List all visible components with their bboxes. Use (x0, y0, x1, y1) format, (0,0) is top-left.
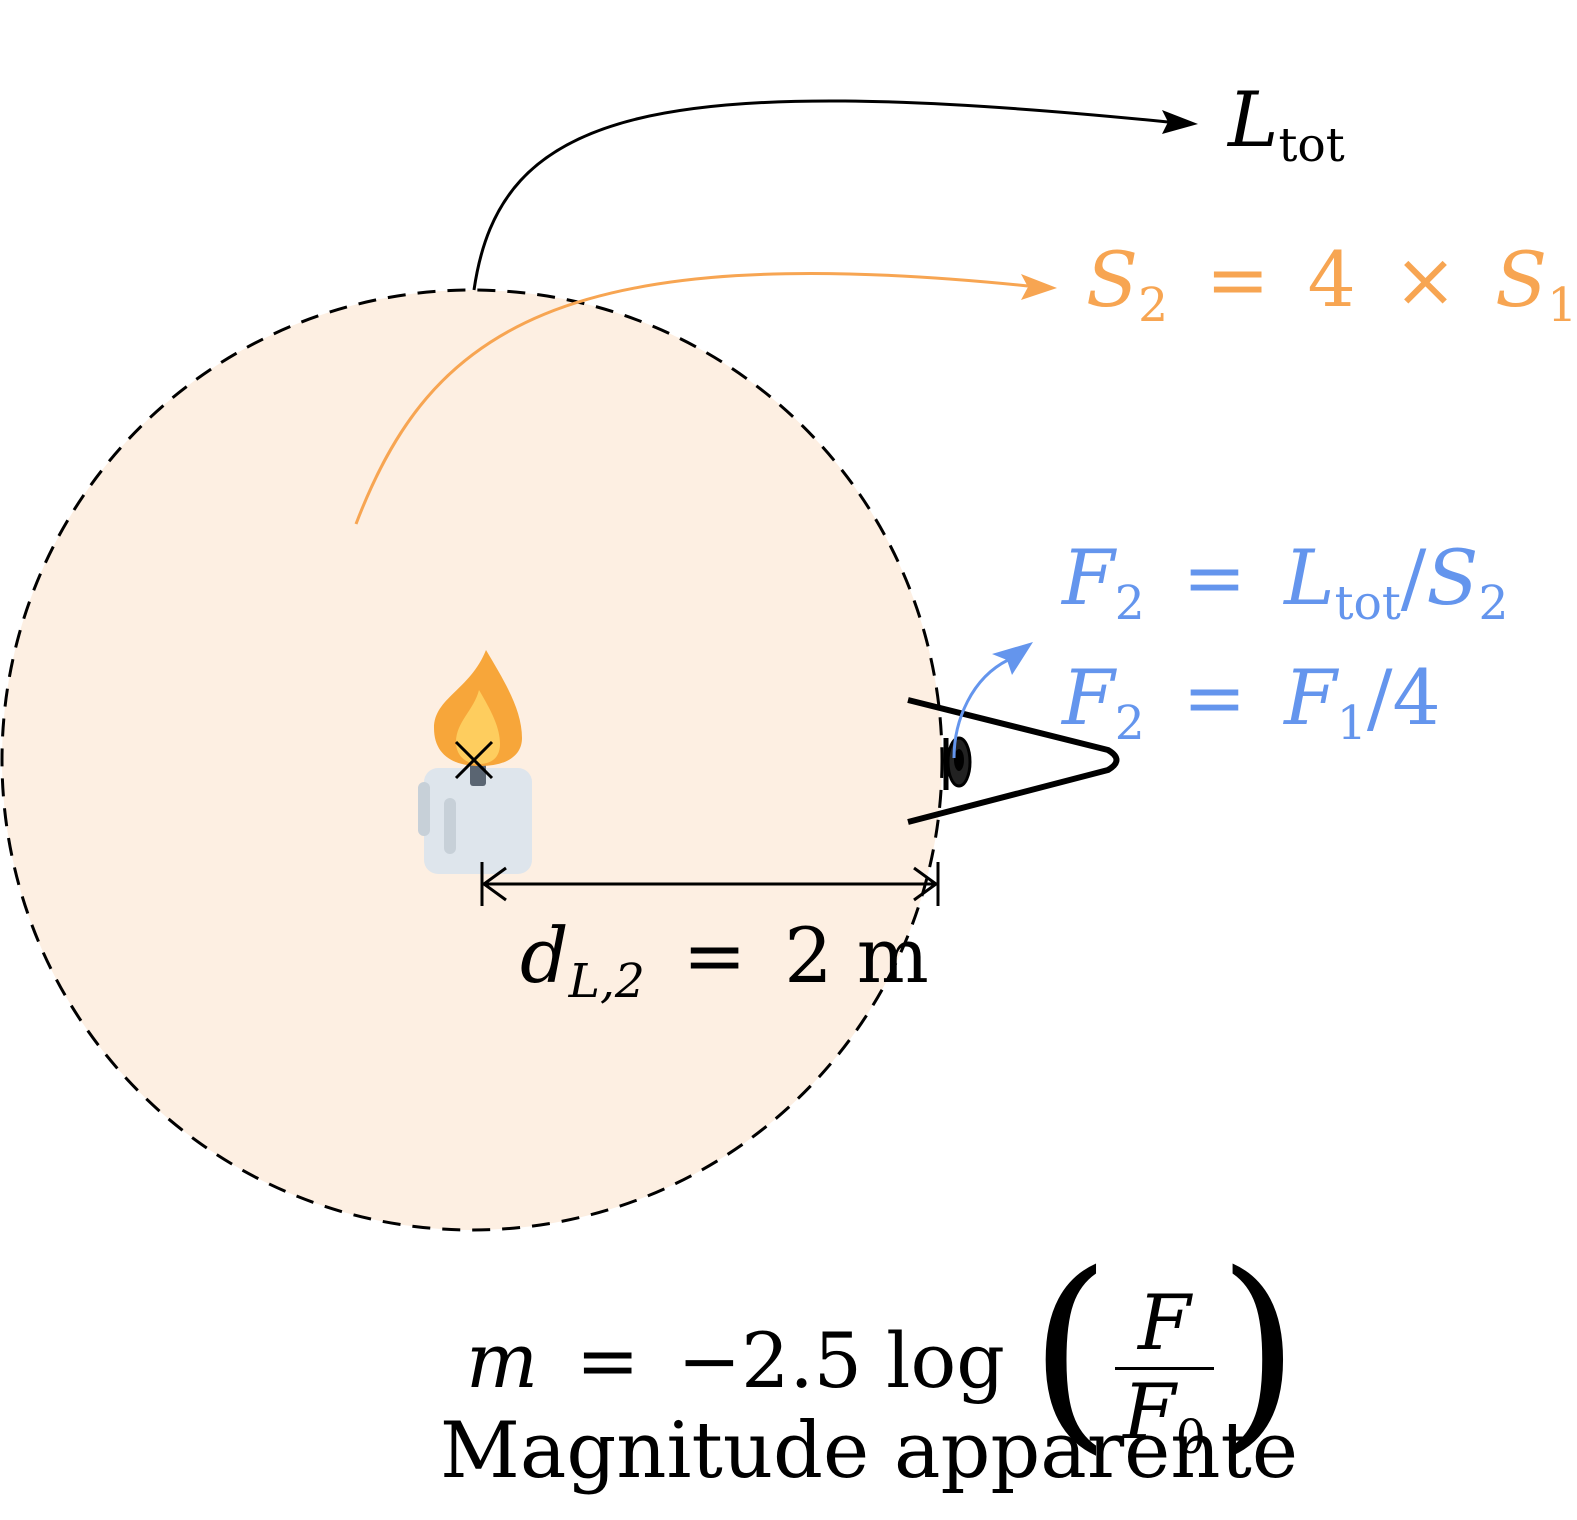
flux-definition-label: F2 = Ltot/S2 (1062, 540, 1508, 628)
luminosity-subscript: tot (1278, 118, 1345, 174)
surface-symbol: S (1086, 235, 1139, 324)
surface-symbol: S (1426, 533, 1479, 622)
division-slash: / (1366, 653, 1393, 742)
distance-unit: m (856, 911, 929, 1000)
left-parenthesis: ( (1029, 1228, 1111, 1473)
flux-subscript: 2 (1114, 696, 1145, 752)
luminosity-symbol: L (1284, 533, 1335, 622)
surface-factor: 4 (1307, 235, 1356, 324)
equals-sign: = (1182, 533, 1247, 622)
reference-flux-symbol: F (1123, 1366, 1176, 1456)
surface-ratio-label: S2 = 4 × S1 (1086, 242, 1577, 330)
distance-symbol: d (520, 911, 569, 1000)
surface-subscript: 2 (1138, 278, 1169, 334)
distance-subscript: L,2 (568, 954, 645, 1010)
surface-symbol-rhs: S (1495, 235, 1548, 324)
flux-ratio-label: F2 = F1/4 (1062, 660, 1441, 748)
luminosity-arrow (472, 99, 1169, 291)
equals-sign: = (1182, 653, 1247, 742)
caption: Magnitude apparente (440, 1406, 1298, 1496)
magnitude-coefficient: −2.5 (677, 1316, 862, 1405)
log-function: log (886, 1316, 1005, 1405)
magnitude-symbol: m (466, 1316, 539, 1405)
luminosity-arrowhead (1162, 110, 1198, 134)
flux-arrow (952, 658, 1009, 759)
surface-subscript-rhs: 1 (1547, 278, 1577, 334)
equals-sign: = (682, 911, 747, 1000)
fraction-numerator: F (1115, 1284, 1214, 1370)
candle-icon (418, 650, 532, 874)
division-slash: / (1400, 533, 1427, 622)
distance-marker (480, 862, 940, 906)
luminosity-subscript: tot (1334, 576, 1401, 632)
distance-value: 2 (784, 911, 833, 1000)
right-parenthesis: ) (1217, 1228, 1300, 1473)
flux-arrowhead (992, 642, 1033, 675)
flux-subscript: 2 (1114, 576, 1145, 632)
flux-divisor: 4 (1392, 653, 1441, 742)
flux-symbol-rhs: F (1284, 653, 1337, 742)
luminosity-symbol: L (1228, 75, 1279, 164)
reference-flux-subscript: 0 (1175, 1409, 1206, 1465)
surface-subscript: 2 (1478, 576, 1509, 632)
flux-subscript-rhs: 1 (1336, 696, 1367, 752)
flux-symbol: F (1062, 653, 1115, 742)
distance-label: dL,2 = 2 m (520, 918, 929, 1006)
times-sign: × (1393, 235, 1458, 324)
surface-arrowhead (1021, 274, 1057, 300)
fraction-denominator: F0 (1115, 1370, 1214, 1461)
surface-arrow (354, 271, 1029, 525)
equals-sign: = (1205, 235, 1270, 324)
flux-symbol: F (1062, 533, 1115, 622)
equals-sign: = (575, 1316, 640, 1405)
luminosity-label: Ltot (1228, 82, 1345, 170)
